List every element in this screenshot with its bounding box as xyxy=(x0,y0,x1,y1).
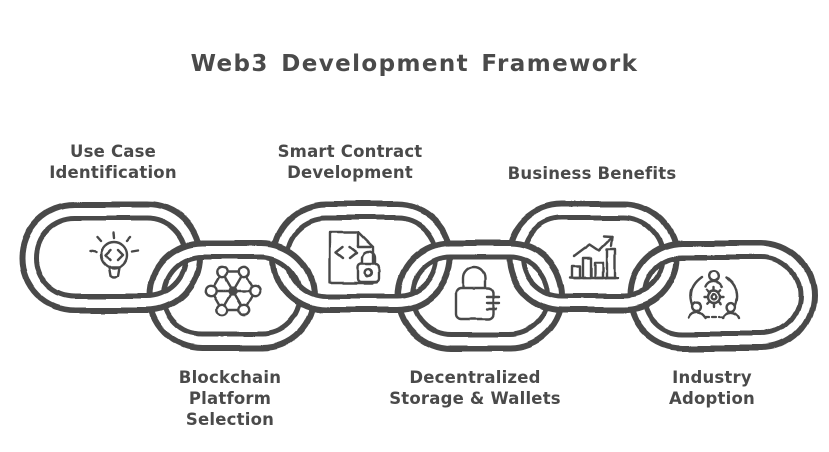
label-smart-contract-development: Smart Contract Development xyxy=(277,142,423,182)
label-blockchain-platform-selection: Blockchain Platform Selection xyxy=(178,368,282,429)
smart-contract-document-lock-icon xyxy=(328,230,381,285)
label-decentralized-storage-wallets: Decentralized Storage & Wallets xyxy=(389,368,561,408)
chain xyxy=(19,201,817,351)
gear-icon xyxy=(703,286,725,308)
label-industry-adoption: Industry Adoption xyxy=(669,368,755,408)
chain-icons xyxy=(88,230,741,321)
people-gear-icon xyxy=(687,270,741,320)
page-title: Web3 Development Framework xyxy=(190,51,639,77)
blockchain-network-icon xyxy=(204,265,262,317)
label-business-benefits: Business Benefits xyxy=(507,164,677,183)
label-use-case-identification: Use Case Identification xyxy=(49,142,177,182)
lightbulb-code-icon xyxy=(88,231,140,279)
growth-chart-arrow-icon xyxy=(568,235,620,280)
padlock-wallet-icon xyxy=(454,265,501,321)
